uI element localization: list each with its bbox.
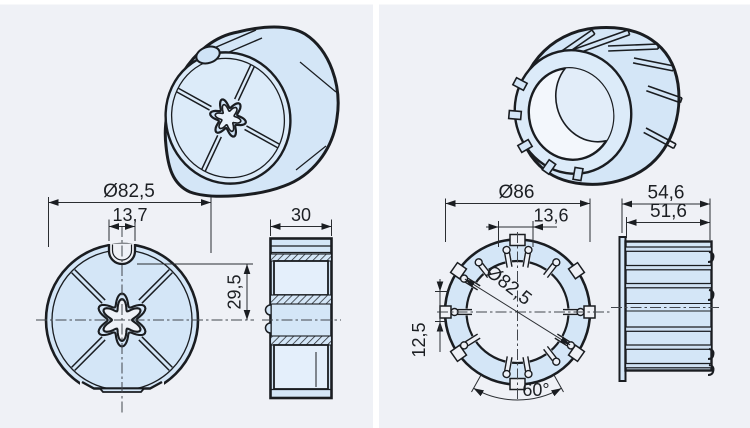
- iso-view-left-adapter: [163, 25, 340, 198]
- front-view-left-adapter: [36, 226, 254, 414]
- dimensions-left: Ø82,5 13,7 29,5 30: [48, 181, 332, 321]
- dim-tab-width-right: 13,6: [533, 206, 568, 226]
- dim-notch-width-left: 13,7: [112, 205, 147, 225]
- side-edge-hooks: [707, 251, 715, 376]
- dim-notch-depth-left: 29,5: [225, 274, 245, 309]
- dim-overall-depth-right: 54,6: [648, 183, 685, 204]
- front-notch: [107, 244, 137, 266]
- front-view-right-crown: Ø82,5: [437, 232, 611, 402]
- dim-slot-pitch-right: 12,5: [409, 322, 429, 357]
- side-view-left-adapter: [262, 237, 341, 400]
- dim-outer-diameter-left: Ø82,5: [103, 181, 155, 202]
- iso-rim-tabs: [507, 76, 584, 182]
- iso-star-hub: [209, 98, 247, 138]
- iso-cross-spokes: [175, 64, 281, 172]
- dimensions-right: Ø86 13,6 12,5 60° 54,6 51,6: [409, 182, 711, 401]
- dim-thickness-left: 30: [291, 205, 311, 225]
- cross-spokes: [71, 269, 173, 371]
- iso-view-right-crown: [507, 25, 683, 186]
- dim-outer-diameter-right: Ø86: [499, 182, 535, 203]
- bore-diameter-line: [464, 278, 571, 346]
- side-rib-strips: [624, 246, 713, 369]
- dim-body-depth-right: 51,6: [650, 201, 687, 222]
- iso-notch: [195, 45, 221, 65]
- dim-angle-right: 60°: [522, 380, 549, 400]
- side-view-right-crown: [611, 236, 719, 382]
